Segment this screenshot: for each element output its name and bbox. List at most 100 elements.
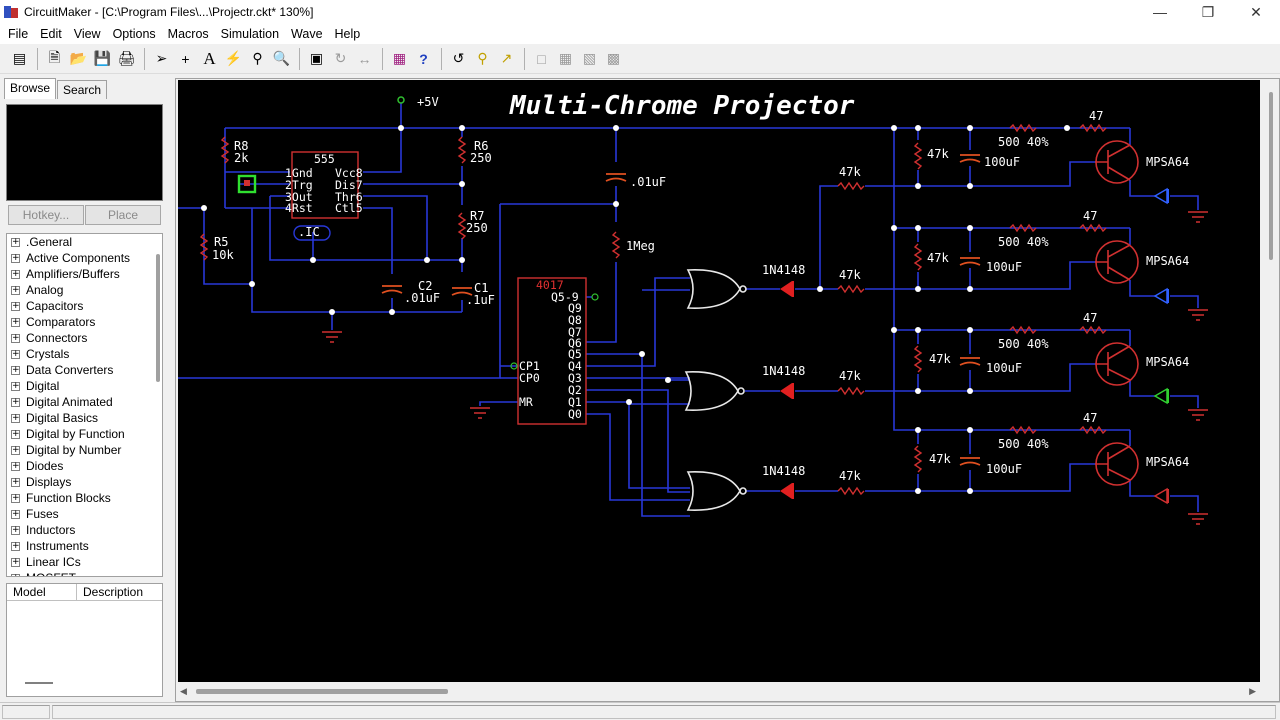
library-item[interactable]: +Digital Basics [7, 410, 162, 426]
expand-plus-icon[interactable]: + [11, 364, 20, 375]
selection-marker[interactable] [237, 174, 257, 194]
library-item[interactable]: +Function Blocks [7, 490, 162, 506]
step-icon[interactable]: ⚲ [477, 50, 488, 66]
expand-plus-icon[interactable]: + [11, 460, 20, 471]
expand-plus-icon[interactable]: + [11, 332, 20, 343]
layout-icon-2[interactable]: ▦ [558, 50, 573, 66]
print-icon[interactable]: 🖨 [117, 50, 136, 66]
lightning-icon[interactable]: ⚡ [224, 50, 243, 66]
expand-plus-icon[interactable]: + [11, 252, 20, 263]
expand-plus-icon[interactable]: + [11, 556, 20, 567]
horizontal-scrollbar[interactable]: ◀ ▶ [178, 683, 1260, 699]
schematic-canvas[interactable]: Multi-Chrome Projector +5V R8 2k R5 10k … [178, 80, 1260, 682]
place-button[interactable]: Place [85, 205, 161, 225]
library-item[interactable]: +Inductors [7, 522, 162, 538]
help-icon[interactable]: ? [419, 50, 428, 67]
expand-plus-icon[interactable]: + [11, 573, 20, 576]
library-item[interactable]: +Fuses [7, 506, 162, 522]
layout-icon-1[interactable]: □ [537, 50, 546, 67]
library-item[interactable]: +Instruments [7, 538, 162, 554]
expand-plus-icon[interactable]: + [11, 348, 20, 359]
expand-plus-icon[interactable]: + [11, 412, 20, 423]
library-item[interactable]: +Displays [7, 474, 162, 490]
minimize-icon[interactable]: — [1153, 4, 1167, 20]
parts-bin-icon[interactable]: ▤ [12, 50, 27, 66]
menu-macros[interactable]: Macros [167, 27, 209, 41]
supply-terminal[interactable] [397, 96, 405, 104]
expand-plus-icon[interactable]: + [11, 444, 20, 455]
tab-search[interactable]: Search [57, 80, 108, 99]
wire-tool-icon[interactable]: + [181, 50, 190, 67]
model-scrollbar[interactable] [25, 682, 53, 684]
expand-plus-icon[interactable]: + [11, 396, 20, 407]
library-item[interactable]: +Analog [7, 282, 162, 298]
counter-4017-chip[interactable] [517, 277, 587, 425]
menu-view[interactable]: View [73, 27, 101, 41]
arrow-tool-icon[interactable]: ➢ [155, 50, 168, 66]
scroll-left-icon[interactable]: ◀ [180, 686, 187, 696]
tab-browse[interactable]: Browse [4, 78, 57, 99]
library-item[interactable]: +Active Components [7, 250, 162, 266]
menu-edit[interactable]: Edit [40, 27, 62, 41]
close-icon[interactable]: ✕ [1250, 3, 1262, 20]
library-tree[interactable]: +.General+Active Components+Amplifiers/B… [6, 233, 163, 577]
rotate-icon[interactable]: ↻ [334, 50, 347, 66]
tree-scrollbar[interactable] [156, 254, 160, 382]
hotkey-button[interactable]: Hotkey... [8, 205, 84, 225]
model-column-header[interactable]: Model [7, 584, 77, 600]
library-item[interactable]: +Diodes [7, 458, 162, 474]
description-column-header[interactable]: Description [83, 585, 144, 599]
library-item[interactable]: +Data Converters [7, 362, 162, 378]
expand-plus-icon[interactable]: + [11, 316, 20, 327]
expand-plus-icon[interactable]: + [11, 268, 20, 279]
zoom-icon[interactable]: 🔍 [272, 50, 291, 66]
library-item[interactable]: +Linear ICs [7, 554, 162, 570]
new-file-icon[interactable]: 🗎 [48, 48, 61, 65]
library-item[interactable]: +MOSFET [7, 570, 162, 576]
reset-icon[interactable]: ↺ [452, 50, 465, 66]
scroll-right-icon[interactable]: ▶ [1249, 686, 1256, 696]
library-item[interactable]: +Digital [7, 378, 162, 394]
layout-icon-4[interactable]: ▩ [606, 50, 621, 66]
library-item[interactable]: +Capacitors [7, 298, 162, 314]
netlist-icon[interactable]: ▦ [392, 50, 407, 66]
probe-icon[interactable]: ⚲ [252, 50, 263, 66]
menu-wave[interactable]: Wave [291, 27, 323, 41]
expand-plus-icon[interactable]: + [11, 236, 20, 247]
restore-icon[interactable]: ❐ [1201, 3, 1215, 20]
expand-plus-icon[interactable]: + [11, 508, 20, 519]
library-item[interactable]: +Digital by Number [7, 442, 162, 458]
layout-icon-3[interactable]: ▧ [582, 50, 597, 66]
expand-plus-icon[interactable]: + [11, 300, 20, 311]
timer-555-chip[interactable] [291, 151, 359, 219]
mirror-icon[interactable]: ↔ [357, 50, 372, 67]
zoom-fit-icon[interactable]: ▣ [309, 50, 324, 66]
expand-plus-icon[interactable]: + [11, 540, 20, 551]
run-icon[interactable]: ↗ [500, 50, 513, 66]
open-folder-icon[interactable]: 📂 [69, 50, 88, 66]
horizontal-scroll-thumb[interactable] [196, 689, 448, 694]
transistor-label-4: MPSA64 [1146, 455, 1189, 469]
part-preview [6, 104, 163, 201]
library-item[interactable]: +Connectors [7, 330, 162, 346]
menu-options[interactable]: Options [112, 27, 156, 41]
library-item[interactable]: +Crystals [7, 346, 162, 362]
expand-plus-icon[interactable]: + [11, 284, 20, 295]
library-item[interactable]: +Comparators [7, 314, 162, 330]
save-icon[interactable]: 💾 [93, 50, 112, 66]
menu-help[interactable]: Help [334, 27, 361, 41]
library-item[interactable]: +Digital Animated [7, 394, 162, 410]
expand-plus-icon[interactable]: + [11, 476, 20, 487]
library-item[interactable]: +Amplifiers/Buffers [7, 266, 162, 282]
expand-plus-icon[interactable]: + [11, 492, 20, 503]
expand-plus-icon[interactable]: + [11, 380, 20, 391]
expand-plus-icon[interactable]: + [11, 428, 20, 439]
menu-file[interactable]: File [8, 27, 29, 41]
expand-plus-icon[interactable]: + [11, 524, 20, 535]
vertical-scrollbar[interactable] [1262, 80, 1278, 682]
vertical-scroll-thumb[interactable] [1269, 92, 1273, 260]
menu-simulation[interactable]: Simulation [220, 27, 280, 41]
text-tool-icon[interactable]: A [203, 48, 216, 68]
library-item[interactable]: +.General [7, 234, 162, 250]
library-item[interactable]: +Digital by Function [7, 426, 162, 442]
